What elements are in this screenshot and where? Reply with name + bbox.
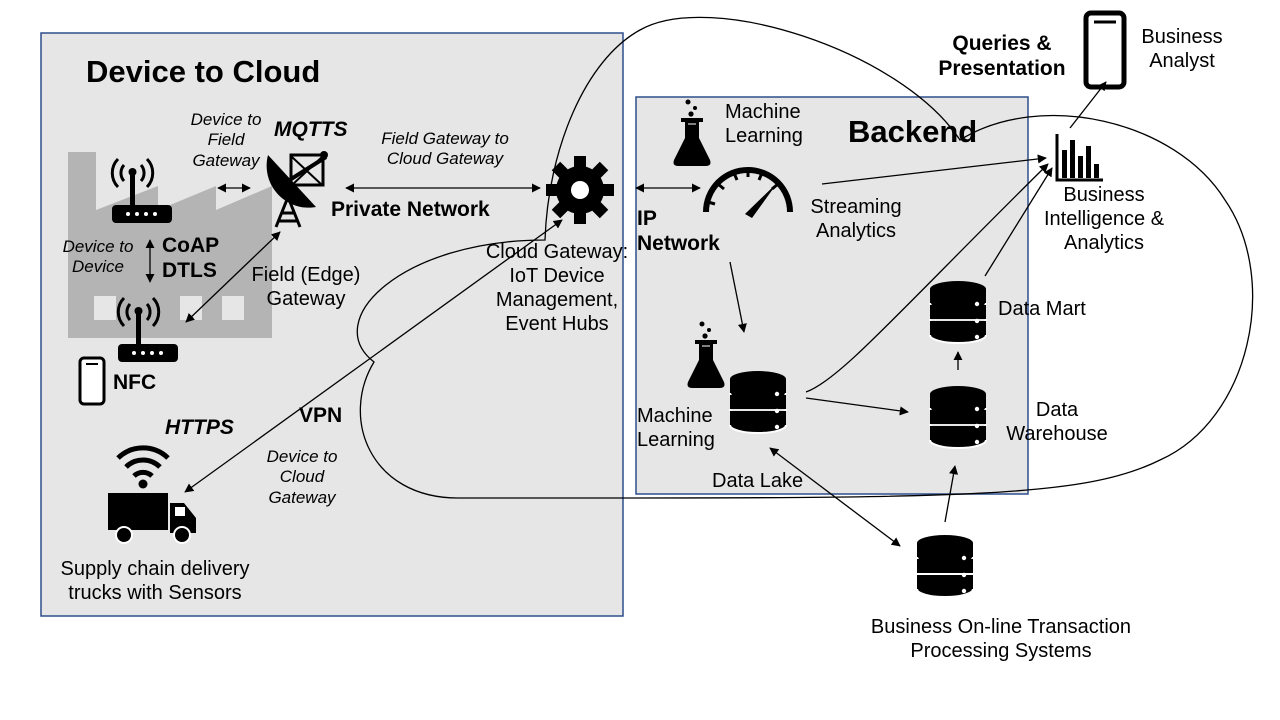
supply-chain-trucks-label: Supply chain delivery trucks with Sensor…: [60, 558, 250, 604]
business-analyst-label: Business Analyst: [1141, 26, 1223, 72]
backend-title: Backend: [848, 114, 978, 149]
bar-chart-icon: [1055, 134, 1103, 182]
oltp-label: Business On-line Transaction Processing …: [870, 616, 1132, 662]
field-edge-gateway-label: Field (Edge) Gateway: [251, 264, 361, 310]
database-icon: [929, 280, 987, 344]
gear-icon: [546, 156, 614, 224]
mqtts-label: MQTTS: [274, 118, 348, 141]
database-icon: [929, 385, 987, 449]
field-to-cloud-gateway-label: Field Gateway to Cloud Gateway: [381, 129, 509, 169]
https-label: HTTPS: [165, 416, 234, 439]
device-to-cloud-gateway-label: Device to Cloud Gateway: [266, 447, 338, 507]
device-to-field-gateway-label: Device to Field Gateway: [190, 110, 262, 170]
smartphone-icon: [1083, 10, 1127, 90]
wifi-icon: [116, 445, 170, 489]
device-to-device-label: Device to Device: [62, 237, 134, 277]
business-intelligence-label: Business Intelligence & Analytics: [1043, 184, 1165, 254]
cloud-gateway-label: Cloud Gateway: IoT Device Management, Ev…: [485, 241, 629, 335]
queries-presentation-label: Queries & Presentation: [938, 32, 1066, 81]
delivery-truck-icon: [108, 493, 196, 544]
smartphone-icon: [78, 356, 106, 406]
speedometer-icon: [703, 167, 793, 218]
vpn-label: VPN: [299, 404, 343, 427]
connectors: [145, 81, 1107, 547]
database-icon: [916, 534, 974, 598]
device-to-cloud-title: Device to Cloud: [86, 54, 321, 89]
private-network-label: Private Network: [331, 198, 490, 221]
data-mart-label: Data Mart: [998, 298, 1086, 320]
ml-top-label: Machine Learning: [725, 101, 803, 147]
streaming-analytics-label: Streaming Analytics: [810, 196, 902, 242]
database-icon: [729, 370, 787, 434]
satellite-dish-icon: [266, 151, 328, 228]
coap-dtls-label: CoAP DTLS: [162, 234, 220, 283]
nfc-label: NFC: [113, 371, 157, 394]
data-warehouse-label: Data Warehouse: [1006, 399, 1108, 445]
ml-bottom-label: Machine Learning: [637, 405, 715, 451]
data-lake-label: Data Lake: [712, 470, 804, 492]
ip-network-label: IP Network: [637, 207, 720, 256]
